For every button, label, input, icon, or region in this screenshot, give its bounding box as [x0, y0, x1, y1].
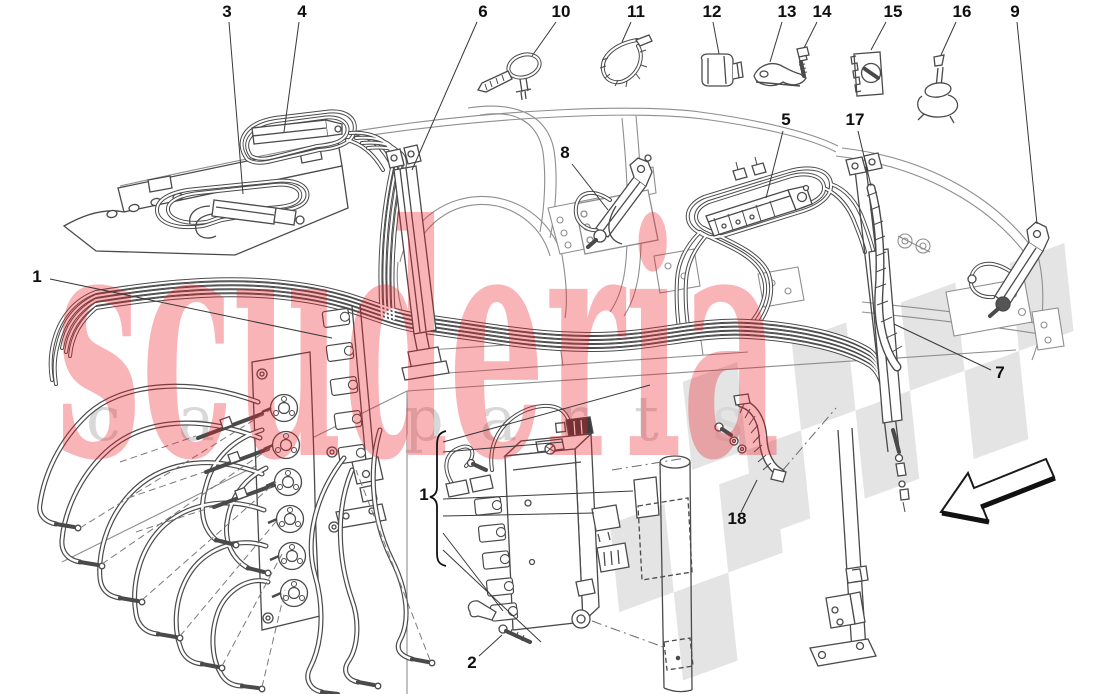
actuator-6	[385, 144, 450, 381]
alignment-dashes	[79, 409, 431, 688]
stand-post	[809, 427, 877, 667]
part-screw	[796, 46, 810, 78]
manifold-plate	[251, 351, 340, 631]
callout-12: 12	[703, 2, 722, 21]
callout-8: 8	[560, 143, 569, 162]
cylinder-7-assembly	[845, 152, 910, 513]
carparts-letter: s	[712, 382, 744, 455]
leader-line-13	[769, 21, 783, 63]
leader-line-1	[442, 532, 504, 612]
part-push-rivet	[917, 54, 959, 124]
leader-line-17	[857, 130, 872, 187]
actuator-3	[189, 199, 305, 239]
hose-fan	[40, 386, 436, 694]
bolt-2	[498, 624, 532, 644]
callout-4: 4	[297, 2, 307, 21]
leader-line-1	[442, 549, 542, 643]
leader-line-15	[870, 21, 887, 51]
leader-line-12	[712, 21, 720, 55]
parts-line-art	[40, 34, 1050, 694]
part-bracket	[753, 62, 807, 87]
callout-7: 7	[995, 363, 1004, 382]
hose-end-fittings	[54, 522, 436, 694]
callout-6: 6	[478, 2, 487, 21]
callout-17: 17	[846, 110, 865, 129]
callout-16: 16	[953, 2, 972, 21]
leader-line-6	[411, 21, 478, 171]
latch-5	[705, 156, 813, 237]
detail-brace	[429, 430, 447, 567]
union-fittings	[196, 412, 276, 509]
actuator-8	[573, 154, 659, 255]
callout-1: 1	[419, 485, 428, 504]
part-cable-tie	[599, 34, 653, 88]
carparts-letter: a	[178, 382, 215, 455]
callout-18: 18	[728, 509, 747, 528]
strap-18	[714, 393, 837, 483]
leader-line-10	[531, 21, 557, 57]
part-ribbed-clamp	[850, 51, 884, 97]
callout-11: 11	[627, 2, 645, 21]
leader-line-1	[442, 490, 634, 500]
leader-line-1	[442, 441, 564, 453]
callout-5: 5	[781, 110, 790, 129]
leader-line-9	[1016, 21, 1038, 225]
callout-15: 15	[884, 2, 903, 21]
callout-9: 9	[1010, 2, 1019, 21]
actuator-9	[967, 221, 1050, 318]
leader-line-8	[571, 163, 609, 211]
part-clip	[700, 53, 744, 87]
part-cable-tie-anchor	[477, 52, 542, 101]
leader-line-18	[740, 479, 758, 513]
leader-line-1	[442, 384, 651, 443]
leader-line-5	[765, 130, 784, 199]
callout-1: 1	[32, 267, 41, 286]
leader-line-7	[893, 323, 992, 371]
cylinder-4	[251, 119, 343, 145]
leader-line-11	[621, 21, 632, 43]
leader-line-2	[478, 634, 503, 657]
brand-watermark: scuderia	[56, 156, 780, 531]
callout-10: 10	[552, 2, 571, 21]
leader-line-14	[803, 21, 818, 49]
leader-line-3	[228, 21, 244, 195]
leader-line-16	[940, 21, 957, 56]
leader-line-1	[442, 512, 595, 517]
callout-3: 3	[222, 2, 231, 21]
callout-2: 2	[467, 653, 476, 672]
pump-detail-inset	[444, 403, 694, 693]
callout-14: 14	[813, 2, 832, 21]
leader-line-4	[283, 21, 300, 133]
leader-line-1	[49, 278, 333, 339]
direction-arrow	[939, 457, 1056, 525]
callout-13: 13	[778, 2, 797, 21]
carparts-letter: t	[634, 382, 659, 455]
